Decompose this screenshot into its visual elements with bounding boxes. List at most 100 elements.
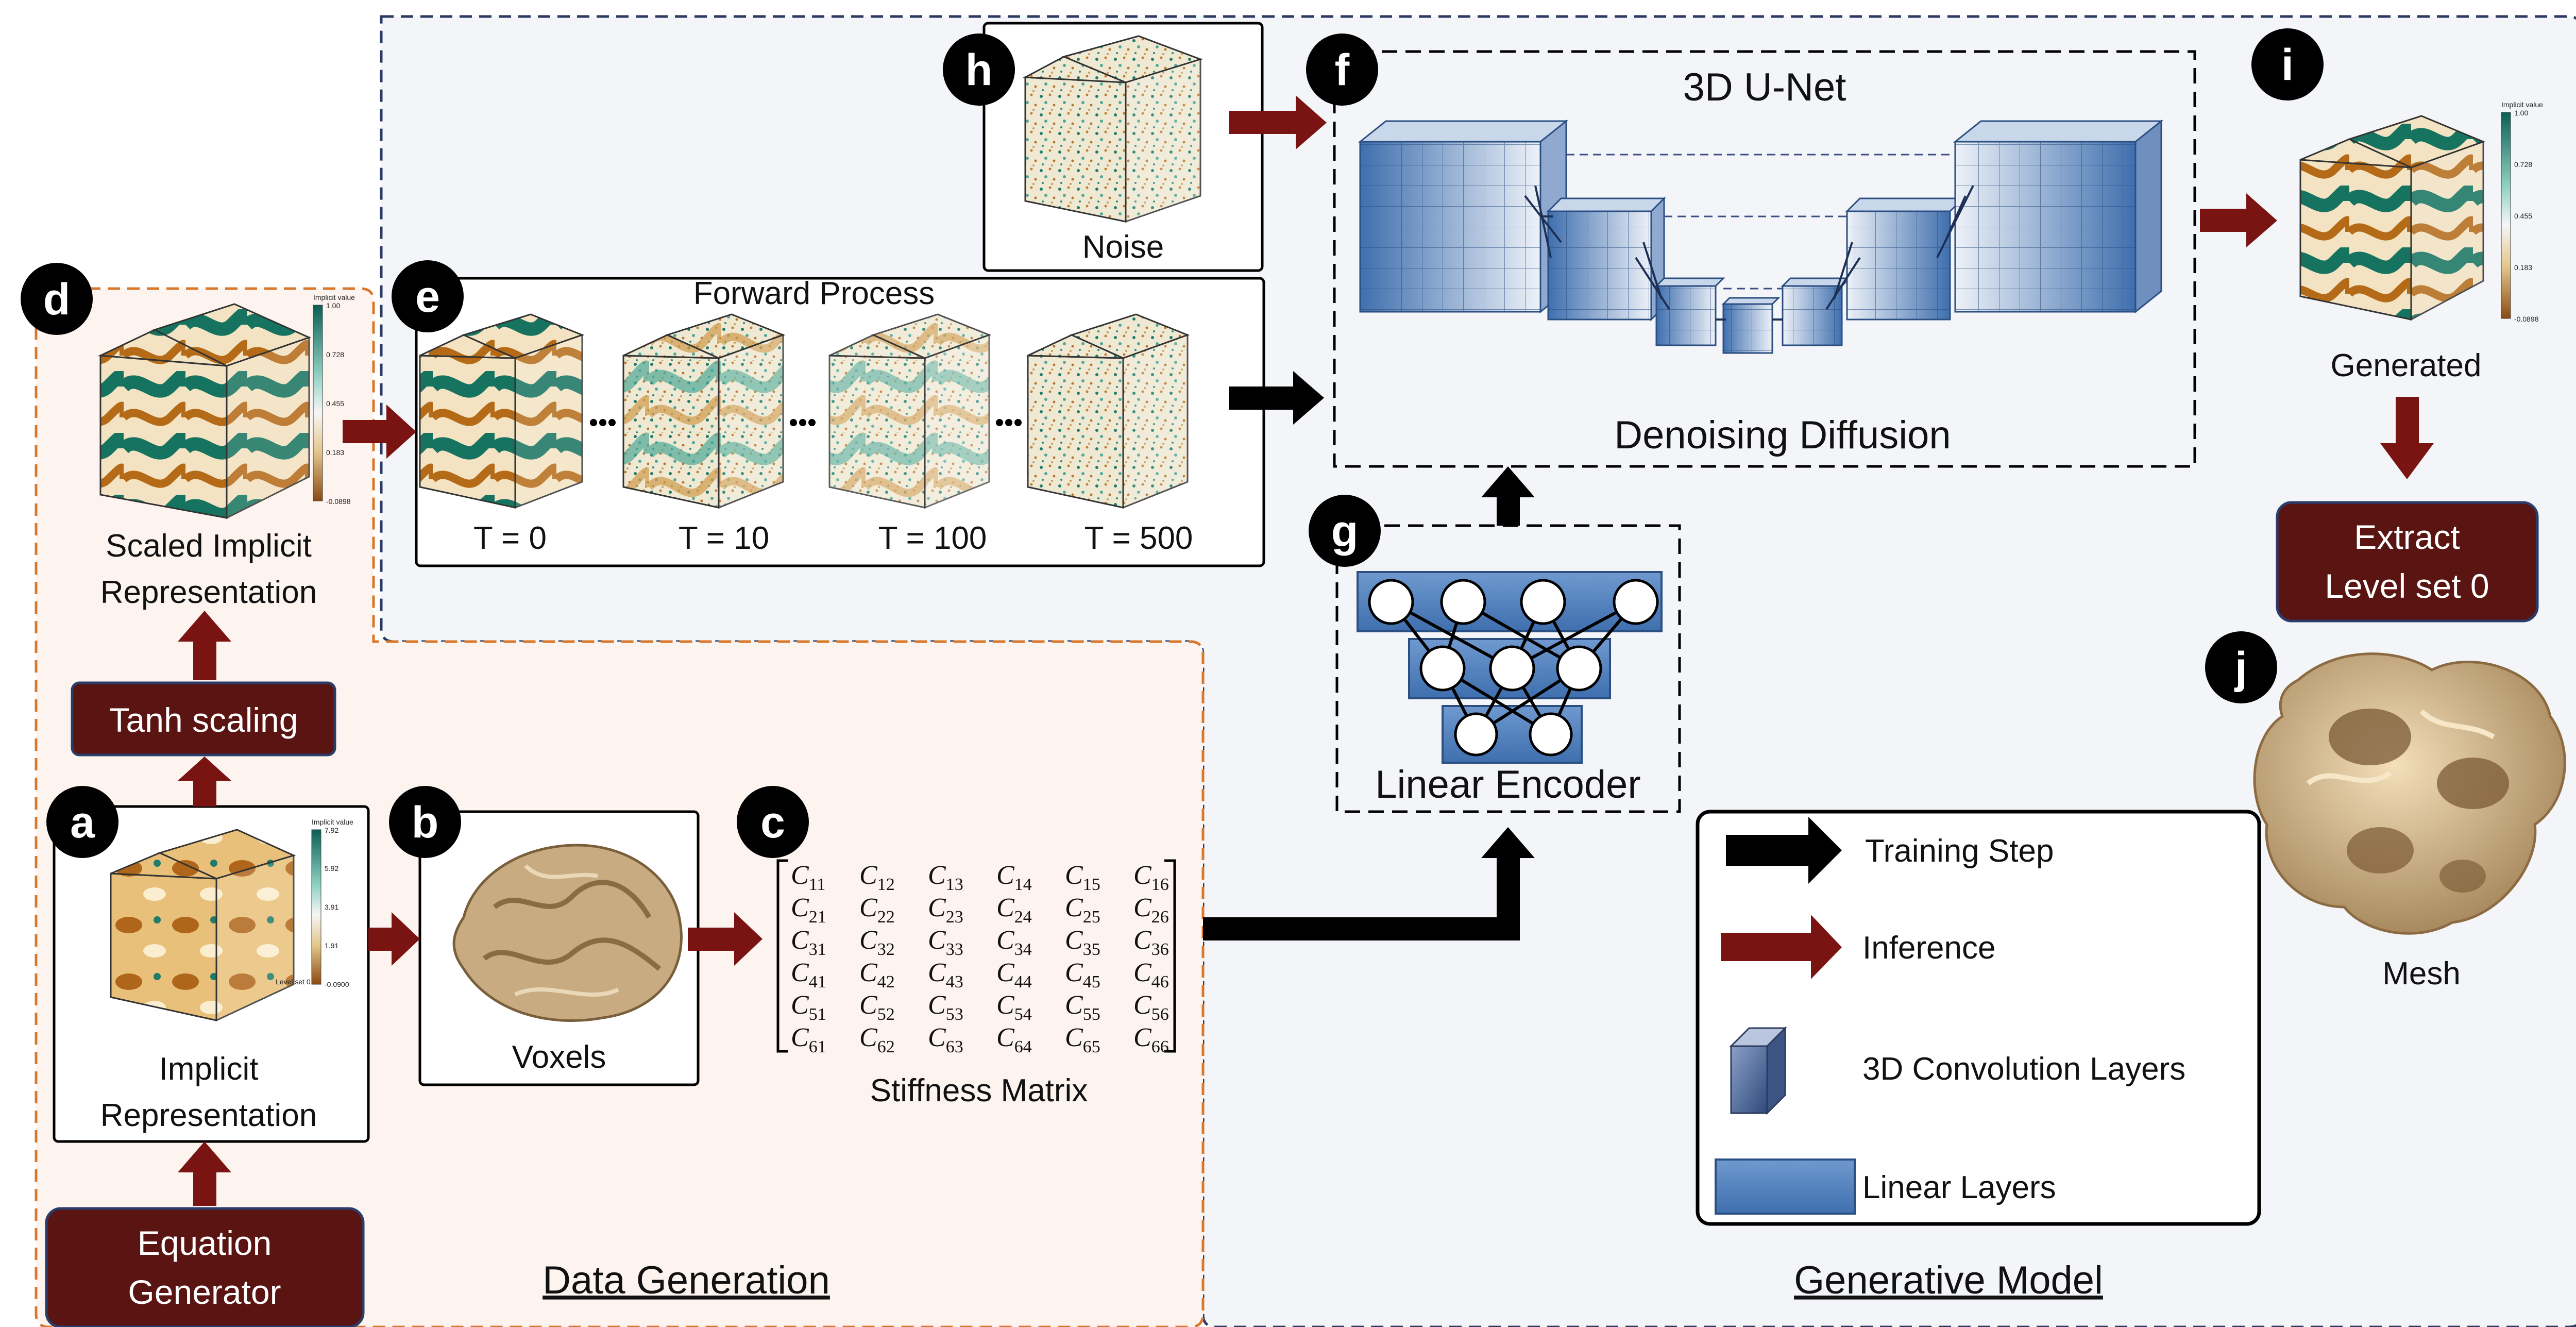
node-noise: Noise <box>982 22 1264 272</box>
badge-letter: b <box>412 798 439 847</box>
data-generation-label: Data Generation <box>543 1258 830 1302</box>
matrix-entry: C12 <box>859 861 895 894</box>
colorbar-level-label: Level set 0 <box>276 978 311 986</box>
badge-f: f <box>1306 33 1378 106</box>
unet-decoder-block-1 <box>1953 119 2164 314</box>
cube-icon <box>1729 1026 1787 1115</box>
node-implicit-representation: Implicit value 7.92 5.92 3.91 1.91 -0.09… <box>53 805 370 1143</box>
colorbar-tick: 0.728 <box>2514 160 2532 169</box>
node-voxels: Voxels <box>418 810 700 1086</box>
legend-item-label: Training Step <box>1865 833 2054 869</box>
colorbar-tick: 0.455 <box>326 399 344 408</box>
colorbar-tick: 3.91 <box>325 903 338 911</box>
badge-letter: c <box>760 798 785 847</box>
badge-letter: d <box>43 275 71 324</box>
matrix-entry: C46 <box>1133 958 1169 992</box>
colorbar-tick: 1.00 <box>326 301 340 310</box>
arrow-noise-to-unet <box>1229 95 1327 149</box>
voxel-shape <box>452 844 683 1022</box>
badge-letter: a <box>70 798 95 847</box>
badge-h: h <box>943 33 1015 106</box>
node-tanh-scaling: Tanh scaling <box>71 681 336 757</box>
colorbar-title: Implicit value <box>312 818 353 826</box>
node-unet: 3D U-Net <box>1333 50 2196 468</box>
arrow-matrix-to-encoder <box>1203 827 1535 940</box>
timestep-label: T = 0 <box>473 520 547 556</box>
node-scaled-implicit: Implicit value 1.00 0.728 0.455 0.183 -0… <box>97 293 355 610</box>
badge-g: g <box>1309 495 1381 567</box>
generated-colorbar: Implicit value 1.00 0.728 0.455 0.183 -0… <box>2501 100 2543 323</box>
scaled-label-line2: Representation <box>100 575 317 610</box>
mesh-label: Mesh <box>2382 956 2461 992</box>
unet-skip-connections <box>1566 154 1955 290</box>
matrix-entry: C56 <box>1133 990 1169 1024</box>
badge-d: d <box>21 263 93 335</box>
badge-letter: j <box>2234 643 2247 693</box>
legend-item-label: Linear Layers <box>1862 1170 2056 1205</box>
timestep-label: T = 10 <box>679 520 769 556</box>
blue-block-icon <box>1715 1158 1856 1215</box>
node-forward-process: Forward Process <box>415 276 1265 567</box>
forward-process-label: Forward Process <box>693 276 935 311</box>
noise-label: Noise <box>1082 229 1164 265</box>
matrix-entry: C63 <box>928 1023 963 1056</box>
badge-a: a <box>46 786 118 858</box>
colorbar-tick: -0.0900 <box>325 980 349 988</box>
node-generated: Implicit value 1.00 0.728 0.455 0.183 -0… <box>2299 100 2543 383</box>
badge-letter: i <box>2281 40 2294 90</box>
unet-bottleneck <box>1721 297 1781 354</box>
implicit-label-line2: Representation <box>100 1098 317 1133</box>
badge-j: j <box>2205 631 2277 703</box>
colorbar-tick: 1.91 <box>325 942 338 950</box>
extract-label-line1: Extract <box>2354 518 2460 556</box>
matrix-entry: C45 <box>1065 958 1100 992</box>
colorbar-title: Implicit value <box>313 293 355 301</box>
arrow-unet-to-generated <box>2200 193 2277 247</box>
matrix-entry: C61 <box>791 1023 826 1056</box>
forward-cube-t0 <box>419 313 585 509</box>
equation-label-line2: Generator <box>128 1273 281 1311</box>
implicit-cube <box>110 829 296 1022</box>
timestep-label: T = 100 <box>878 520 987 556</box>
badge-e: e <box>392 260 464 332</box>
scaled-cube <box>97 303 312 519</box>
generated-cube <box>2299 115 2486 321</box>
colorbar-tick: 5.92 <box>325 864 338 872</box>
colorbar-tick: 0.455 <box>2514 212 2532 220</box>
matrix-entry: C26 <box>1133 893 1169 927</box>
arrow-tanh-to-scaled <box>178 611 231 680</box>
training-arrows <box>1203 371 1535 940</box>
colorbar-tick: 0.183 <box>326 448 344 457</box>
scaled-colorbar: Implicit value 1.00 0.728 0.455 0.183 -0… <box>313 293 355 506</box>
extract-label-line2: Level set 0 <box>2325 567 2489 605</box>
colorbar-tick: 1.00 <box>2514 109 2528 117</box>
node-extract-level-set: Extract Level set 0 <box>2276 501 2539 623</box>
badge-letter: g <box>1331 507 1359 556</box>
matrix-entry: C51 <box>791 990 826 1024</box>
matrix-entry: C14 <box>996 861 1032 894</box>
forward-cube-t10 <box>622 313 786 509</box>
black-arrow-icon <box>1726 817 1842 884</box>
generated-label: Generated <box>2331 348 2482 383</box>
node-linear-encoder: Linear Encoder <box>1335 524 1681 813</box>
red-arrow-icon <box>1721 915 1842 979</box>
arrow-voxels-to-matrix <box>688 912 762 966</box>
scaled-label-line1: Scaled Implicit <box>106 528 312 564</box>
unet-encoder-block-3 <box>1654 277 1725 346</box>
colorbar-tick: 7.92 <box>325 826 338 834</box>
unet-decoder-block-2 <box>1845 197 1965 321</box>
colorbar-tick: -0.0898 <box>2514 315 2539 323</box>
implicit-colorbar: Implicit value 7.92 5.92 3.91 1.91 -0.09… <box>276 818 353 988</box>
stiffness-label: Stiffness Matrix <box>870 1073 1088 1108</box>
colorbar-tick: 0.728 <box>326 350 344 359</box>
denoising-label: Denoising Diffusion <box>1614 413 1951 457</box>
timestep-label: T = 500 <box>1084 520 1193 556</box>
forward-cube-t500 <box>1027 313 1190 509</box>
arrow-generated-to-extract <box>2380 397 2434 479</box>
badge-i: i <box>2251 28 2324 100</box>
arrow-forward-to-unet <box>1229 371 1324 425</box>
unet-decoder-block-3 <box>1781 277 1852 346</box>
badge-c: c <box>737 786 809 858</box>
node-mesh: Mesh <box>2253 652 2566 992</box>
